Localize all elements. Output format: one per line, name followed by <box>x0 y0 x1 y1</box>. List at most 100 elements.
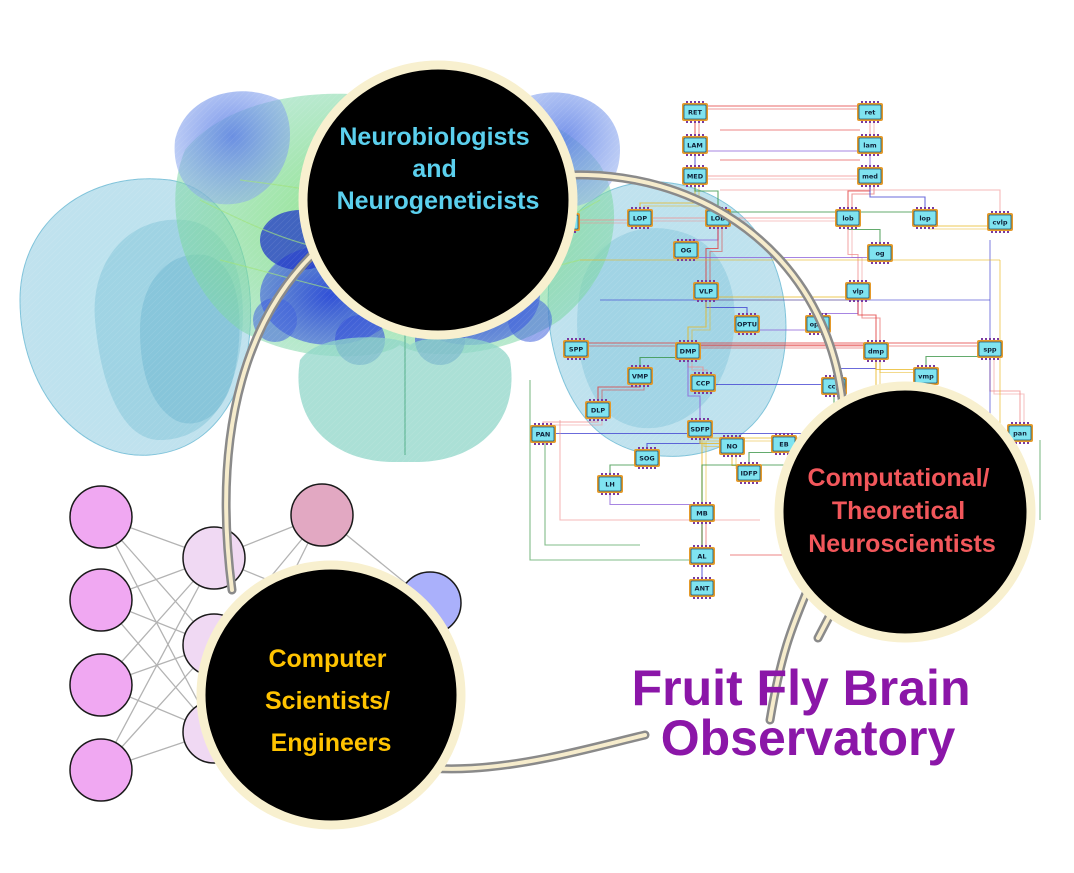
chip-body <box>683 137 707 153</box>
chip-label: LAM <box>687 142 703 150</box>
hub-label-bio: Neurobiologists and Neurogeneticists <box>337 123 540 215</box>
hub-circle-bio <box>298 60 578 340</box>
chip-body <box>913 210 937 226</box>
circuit-chip: MB <box>689 502 715 524</box>
chip-label: DMP <box>680 348 697 356</box>
circuit-chip: pan <box>1007 422 1033 444</box>
circuit-wire <box>687 351 701 429</box>
chip-body <box>735 316 759 332</box>
chip-body <box>628 368 652 384</box>
chip-label: SDFP <box>690 426 710 434</box>
nn-node <box>69 568 133 632</box>
chip-label: VLP <box>699 288 713 296</box>
circuit-wire <box>687 291 707 351</box>
chip-body <box>635 450 659 466</box>
chip-body <box>868 245 892 261</box>
chip-label: dmp <box>868 348 884 356</box>
hub-bio-line-3: Neurogeneticists <box>337 187 540 215</box>
nn-node <box>290 483 354 547</box>
circuit-chip: CCP <box>690 372 716 394</box>
nn-node <box>69 485 133 549</box>
hub-circle-eng <box>196 560 466 830</box>
circuit-wire <box>609 484 703 513</box>
hub-bio-line-1: Neurobiologists <box>339 123 529 151</box>
chip-label: lop <box>919 215 931 223</box>
chip-label: MED <box>687 173 704 181</box>
chip-body <box>978 341 1002 357</box>
chip-label: NO <box>727 443 738 451</box>
chip-label: vlp <box>852 288 863 296</box>
chip-body <box>690 505 714 521</box>
chip-label: med <box>862 173 878 181</box>
hub-computational: Computational/ Theoretical Neuroscientis… <box>774 381 1036 643</box>
chip-body <box>846 283 870 299</box>
chip-body <box>628 210 652 226</box>
nn-node <box>69 653 133 717</box>
circuit-chip: LOP <box>627 207 653 229</box>
nn-edge <box>100 516 215 733</box>
chip-body <box>683 104 707 120</box>
chip-body <box>720 438 744 454</box>
chip-body <box>676 343 700 359</box>
chip-label: SPP <box>569 346 583 354</box>
chip-label: ccp <box>828 383 841 391</box>
chip-label: lam <box>863 142 877 150</box>
circuit-bus-wire <box>720 189 1001 215</box>
hub-label-eng: Computer Scientists/ Engineers <box>265 645 397 757</box>
circuit-chip: og <box>867 242 893 264</box>
chip-label: cvlp <box>993 219 1008 227</box>
chip-label: lob <box>842 215 854 223</box>
chip-body <box>1008 425 1032 441</box>
circuit-wire <box>857 291 877 351</box>
circuit-chip: lam <box>857 134 883 156</box>
circuit-chip: spp <box>977 338 1003 360</box>
chip-label: ret <box>865 109 876 117</box>
hub-engineers: Computer Scientists/ Engineers <box>196 560 466 830</box>
hub-eng-line-3: Engineers <box>271 729 392 757</box>
circuit-chip: VLP <box>693 280 719 302</box>
circuit-chip: med <box>857 165 883 187</box>
circuit-chip: LH <box>597 473 623 495</box>
circuit-chip: RET <box>682 101 708 123</box>
circuit-chip: DMP <box>675 340 701 362</box>
chip-label: vmp <box>918 373 934 381</box>
chip-label: VMP <box>632 373 648 381</box>
chip-body <box>694 283 718 299</box>
title-line-1: Fruit Fly Brain <box>632 660 971 716</box>
chip-body <box>858 137 882 153</box>
chip-body <box>690 548 714 564</box>
circuit-wire <box>847 218 859 291</box>
chip-label: og <box>875 250 884 258</box>
circuit-wire <box>993 349 1025 433</box>
chip-body <box>858 168 882 184</box>
chip-body <box>737 465 761 481</box>
hub-circle-comp <box>774 381 1036 643</box>
chip-label: OPTU <box>737 321 757 329</box>
chip-body <box>564 341 588 357</box>
nn-edge <box>100 557 215 771</box>
circuit-chip: lop <box>912 207 938 229</box>
nn-node <box>69 738 133 802</box>
circuit-chip: SOG <box>634 447 660 469</box>
circuit-bus-wire <box>544 440 640 546</box>
circuit-chip: vmp <box>913 365 939 387</box>
chip-label: pan <box>1013 430 1027 438</box>
title-line-2: Observatory <box>661 710 956 766</box>
chip-label: RET <box>688 109 702 117</box>
chip-body <box>691 375 715 391</box>
chip-label: DLP <box>591 407 606 415</box>
circuit-chip: lob <box>835 207 861 229</box>
circuit-wire <box>709 218 723 291</box>
chip-label: spp <box>983 346 997 354</box>
chip-body <box>586 402 610 418</box>
circuit-chip: vlp <box>845 280 871 302</box>
hub-comp-line-2: Theoretical <box>832 497 965 525</box>
chip-label: SOG <box>639 455 655 463</box>
chip-body <box>914 368 938 384</box>
circuit-chip: LAM <box>682 134 708 156</box>
hub-eng-line-1: Computer <box>268 645 386 673</box>
chip-label: LOP <box>633 215 647 223</box>
chip-label: EB <box>779 441 788 449</box>
chip-body <box>531 426 555 442</box>
